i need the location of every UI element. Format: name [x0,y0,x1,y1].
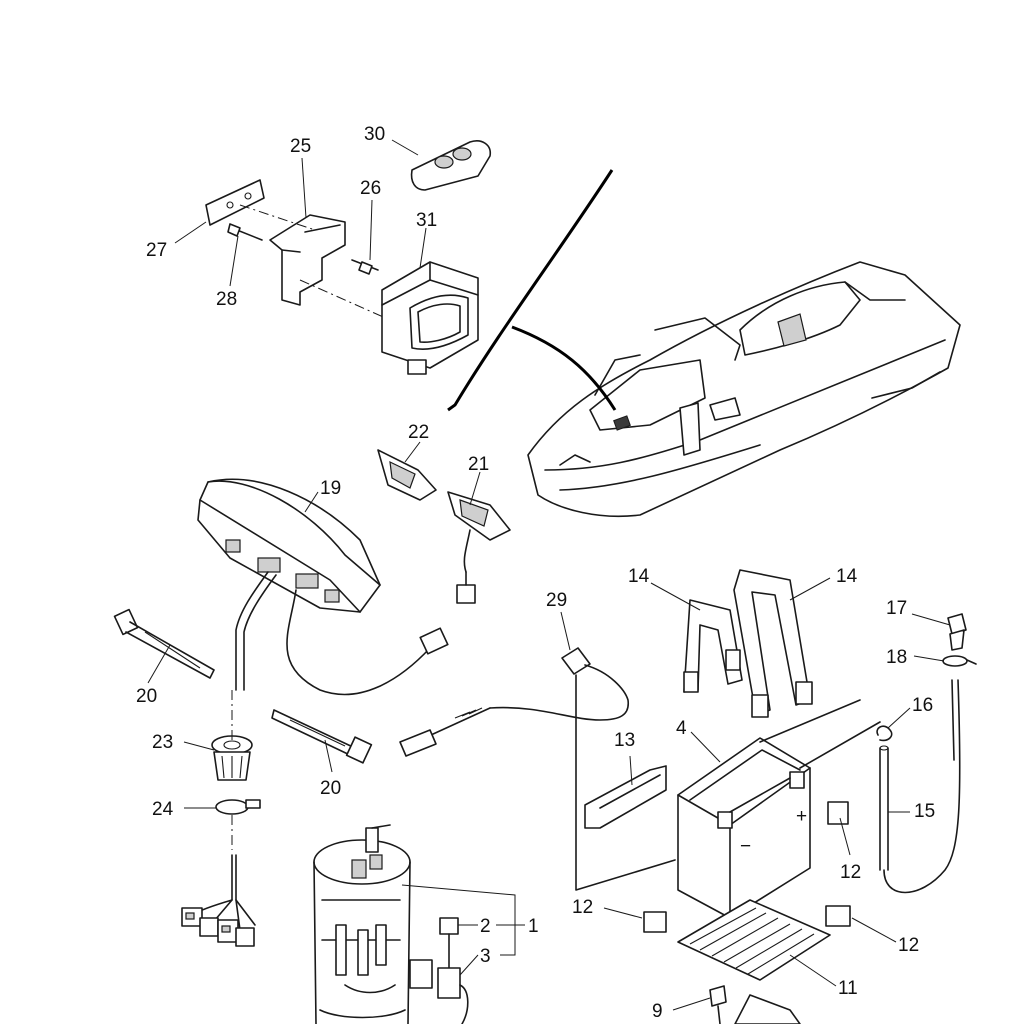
callout-14-left: 14 [628,566,650,587]
battery: − + [677,699,861,919]
pad-12-bottom [825,905,851,927]
callout-29: 29 [546,590,567,611]
callout-26: 26 [360,178,381,199]
callout-24: 24 [152,799,174,820]
callout-17: 17 [886,598,907,619]
callout-12-left: 12 [572,897,593,918]
watercraft-overview [527,261,961,518]
callout-18: 18 [886,647,907,668]
pad-12-left [643,911,667,933]
control-unit-box [381,261,479,375]
callout-labels: 30 25 26 27 31 28 22 21 19 20 20 23 24 2… [136,124,935,1022]
callout-15: 15 [914,801,935,822]
cable-grommet [211,735,253,781]
remote-key-fob [410,140,492,191]
callout-23: 23 [152,732,173,753]
battery-strap-left [683,599,743,693]
lower-bracket [734,994,801,1024]
callout-20-left: 20 [136,686,157,707]
wire-harness-connectors [181,854,256,947]
callout-2: 2 [480,916,491,937]
callout-22: 22 [408,422,429,443]
callout-31: 31 [416,210,437,231]
rivet-pin-28 [227,223,263,241]
mounting-plate [205,179,265,226]
hose-clip-18 [942,655,977,667]
switch-housing-21 [447,491,511,604]
bolt-9 [709,985,727,1024]
callout-11: 11 [838,978,858,999]
battery-tray-mat [677,899,831,981]
callout-19: 19 [320,478,341,499]
callout-28: 28 [216,289,237,310]
ecu-bracket [239,204,391,321]
dotted-link-tube [799,721,881,769]
fuel-pump-assembly [313,824,433,1024]
vent-fitting-17 [947,613,967,651]
callout-21: 21 [468,454,489,475]
sender-unit-2 [439,917,459,969]
callout-3: 3 [480,946,491,967]
meter-display-assembly [197,478,449,696]
battery-strap-right [733,569,813,718]
hose-clamp [215,799,261,815]
battery-minus-mark: − [740,836,751,857]
leader-lines [147,139,951,1011]
battery-side-pad [584,765,667,829]
battery-plus-mark: + [796,806,807,827]
location-pointer-line [447,169,614,412]
location-pointer-line-2 [511,325,617,411]
switch-housing-22 [377,449,437,501]
callout-1: 1 [528,916,539,937]
callout-14-right: 14 [836,566,858,587]
cable-tie-20-center [271,709,373,764]
callout-4: 4 [676,718,687,739]
rivet-pin-26 [351,259,379,275]
clip-16 [876,725,893,742]
vent-tube-15 [879,679,961,894]
fuse-holder-cable [399,647,676,891]
callout-20-center: 20 [320,778,341,799]
pad-12-right [827,801,849,825]
callout-12-right: 12 [840,862,861,883]
callout-25: 25 [290,136,311,157]
callout-30: 30 [364,124,385,145]
callout-27: 27 [146,240,167,261]
connector-3 [437,967,469,1024]
callout-16: 16 [912,695,933,716]
callout-9: 9 [652,1001,663,1022]
cable-tie-20-left [113,608,215,679]
callout-13: 13 [614,730,635,751]
callout-12-bottom: 12 [898,935,919,956]
